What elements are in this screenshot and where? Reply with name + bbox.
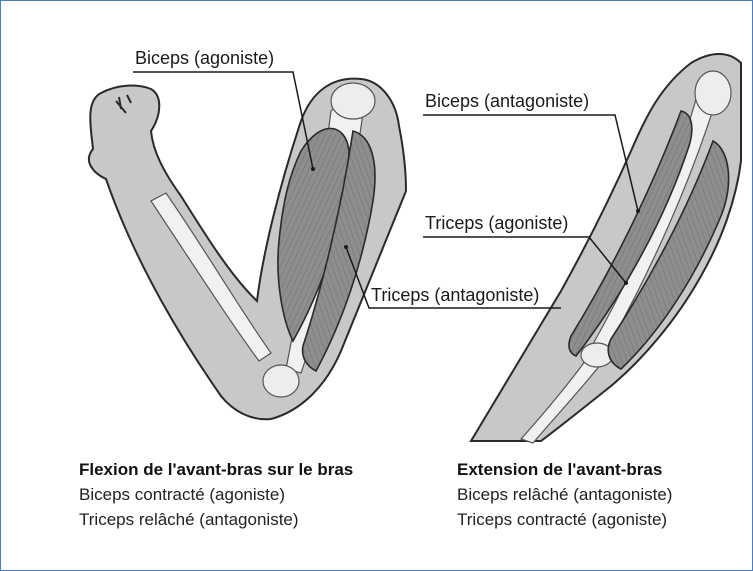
caption-flexion-line1: Biceps contracté (agoniste): [79, 482, 353, 507]
leader-biceps-agoniste: [133, 72, 313, 169]
extended-shoulder-joint: [695, 71, 731, 115]
extended-arm-drawing: [471, 54, 741, 443]
caption-extension-line1: Biceps relâché (antagoniste): [457, 482, 672, 507]
caption-flexion-title: Flexion de l'avant-bras sur le bras: [79, 457, 353, 482]
flexed-shoulder-joint: [331, 83, 375, 119]
caption-extension-title: Extension de l'avant-bras: [457, 457, 672, 482]
flexed-elbow-joint: [263, 365, 299, 397]
caption-extension: Extension de l'avant-bras Biceps relâché…: [457, 457, 672, 532]
caption-flexion-line2: Triceps relâché (antagoniste): [79, 507, 353, 532]
label-biceps-agoniste: Biceps (agoniste): [135, 48, 274, 68]
label-biceps-antagoniste: Biceps (antagoniste): [425, 91, 589, 111]
caption-flexion: Flexion de l'avant-bras sur le bras Bice…: [79, 457, 353, 532]
caption-extension-line2: Triceps contracté (agoniste): [457, 507, 672, 532]
label-triceps-antagoniste: Triceps (antagoniste): [371, 285, 539, 305]
leader-biceps-antagoniste: [423, 115, 638, 211]
flexed-arm-drawing: [89, 79, 406, 420]
label-triceps-agoniste: Triceps (agoniste): [425, 213, 568, 233]
